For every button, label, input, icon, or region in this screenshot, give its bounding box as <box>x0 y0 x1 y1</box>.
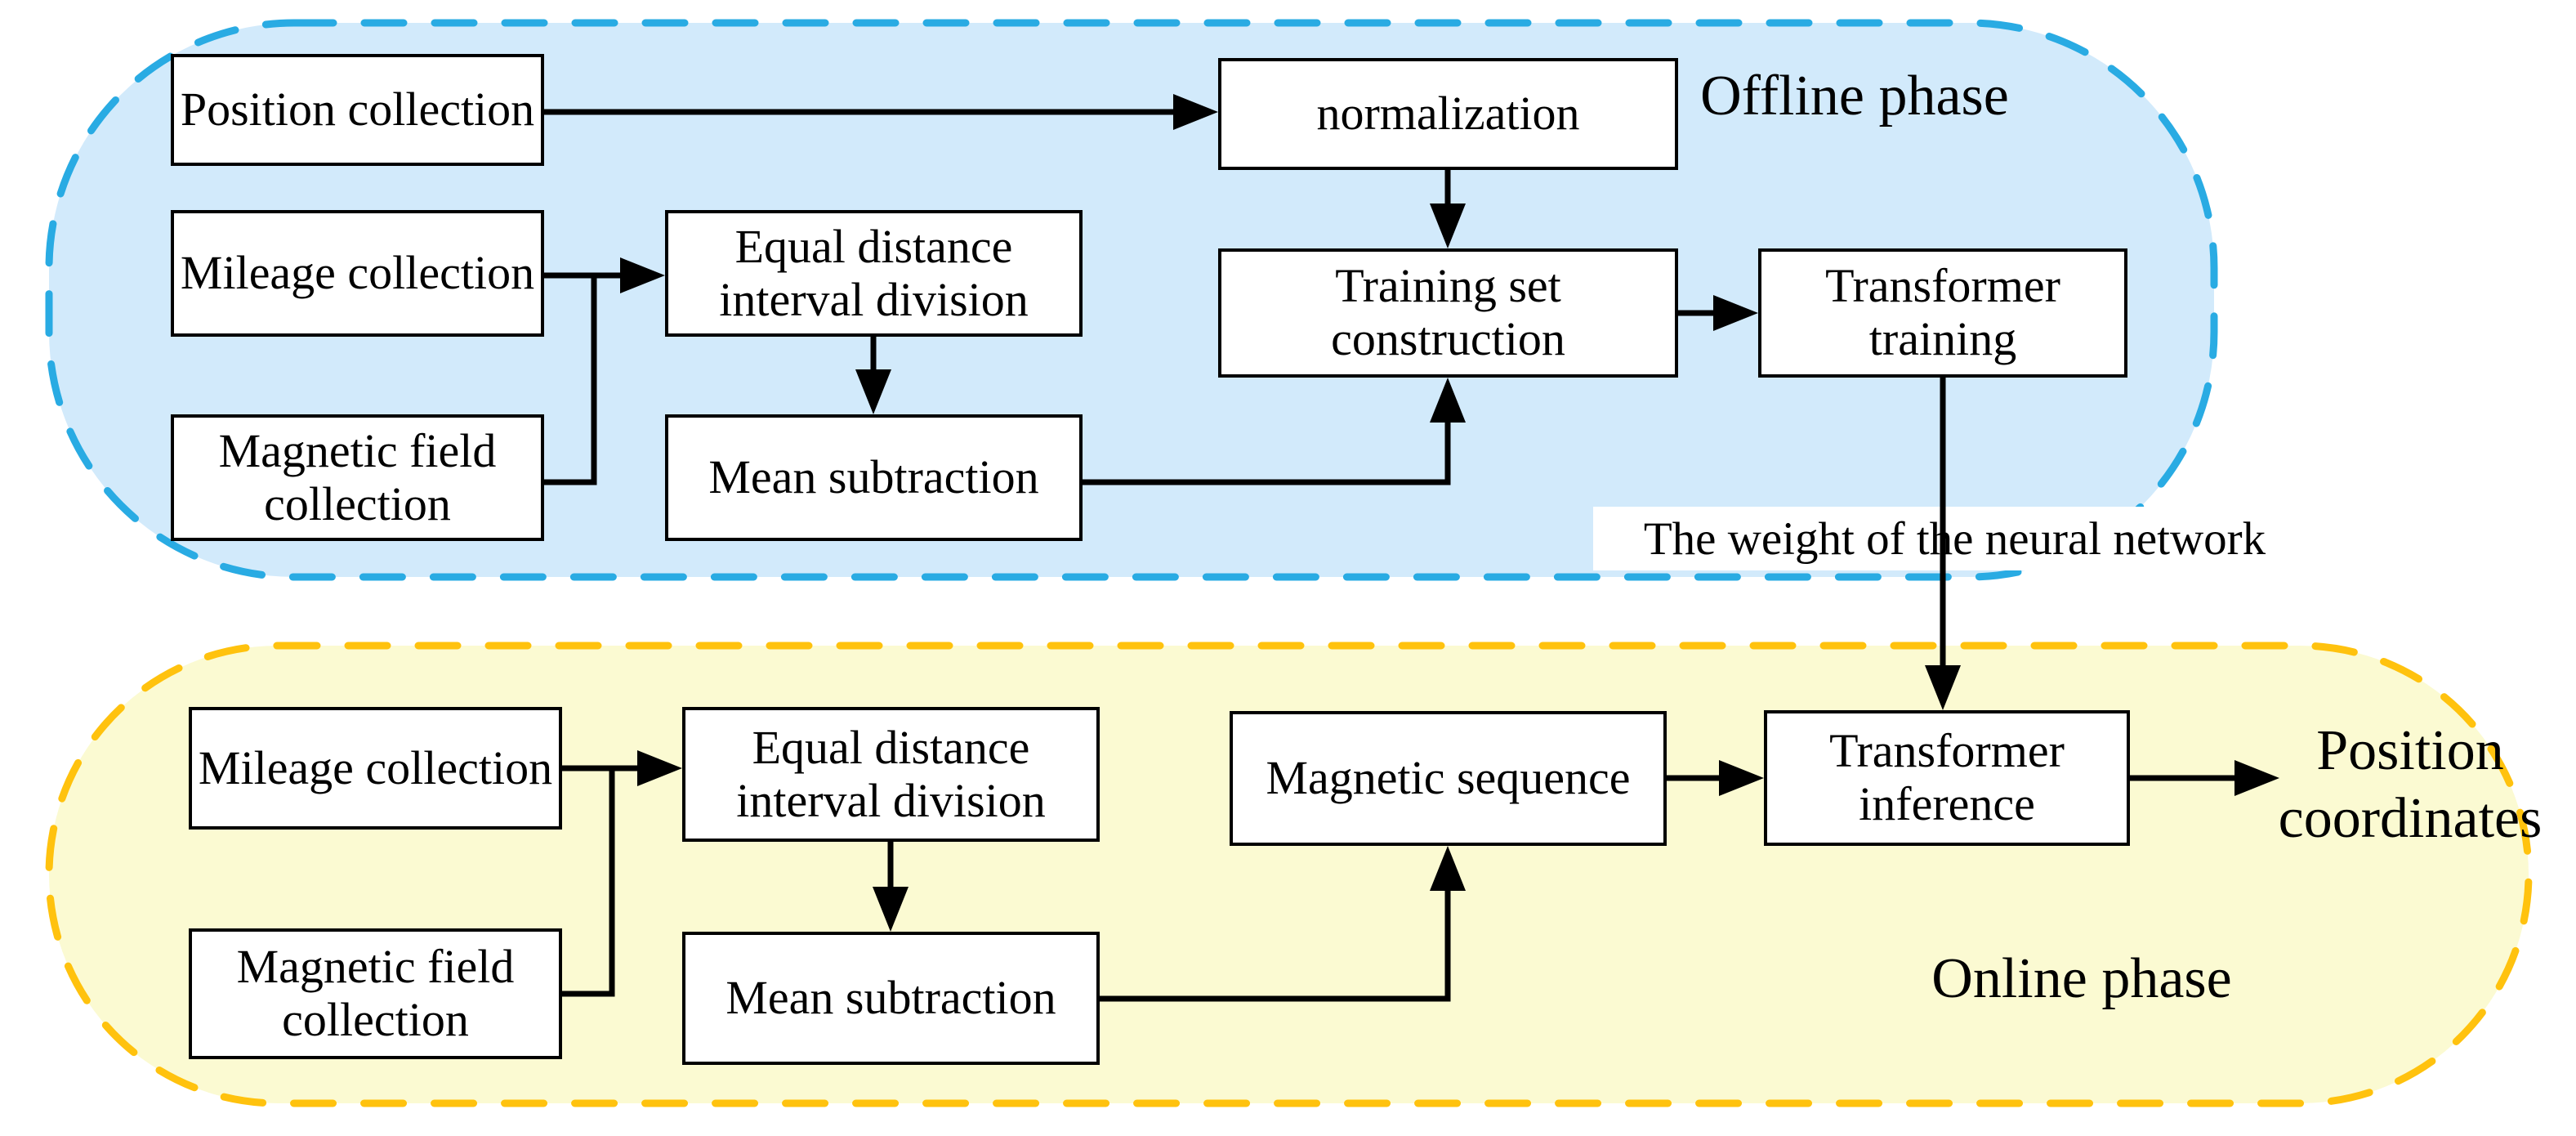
arrowhead-trainingset-bottom <box>1430 378 1466 423</box>
arrowhead-weight-down <box>1925 665 1961 710</box>
arrowhead-transformer-training <box>1713 295 1758 331</box>
weight-label: The weight of the neural network <box>1643 513 2266 565</box>
connector-mean-to-sequence <box>1100 887 1451 1002</box>
position-coordinates-label: Position coordinates <box>2278 719 2543 850</box>
arrowhead-division-online <box>637 750 682 786</box>
arrowhead-position-output <box>2234 760 2279 796</box>
arrowhead-normalization <box>1173 94 1218 130</box>
connector-magnetic-join <box>544 275 597 485</box>
arrowheads <box>620 94 2279 932</box>
box-equal-distance-division-online: Equal distance interval division <box>682 707 1100 842</box>
box-magnetic-field-collection-offline: Magnetic field collection <box>171 414 544 541</box>
box-magnetic-sequence: Magnetic sequence <box>1230 711 1667 846</box>
arrowhead-division-offline <box>620 257 665 293</box>
box-position-collection: Position collection <box>171 54 544 166</box>
box-mileage-collection-online: Mileage collection <box>189 707 562 830</box>
weight-label-backing <box>1593 507 2316 570</box>
box-mileage-collection-offline: Mileage collection <box>171 210 544 337</box>
arrowhead-mean-online <box>873 887 909 932</box>
box-mean-subtraction-offline: Mean subtraction <box>665 414 1083 541</box>
connector-online-magnetic-join <box>562 768 615 997</box>
box-transformer-training: Transformer training <box>1758 248 2127 378</box>
arrowhead-mean-offline <box>855 369 891 414</box>
box-equal-distance-division-offline: Equal distance interval division <box>665 210 1083 337</box>
connector-mean-to-trainingset <box>1083 418 1451 485</box>
arrowhead-trainingset-top <box>1430 203 1466 248</box>
box-magnetic-field-collection-online: Magnetic field collection <box>189 928 562 1059</box>
arrowhead-transformer-inference <box>1719 760 1764 796</box>
box-training-set-construction: Training set construction <box>1218 248 1678 378</box>
box-transformer-inference: Transformer inference <box>1764 710 2130 846</box>
box-normalization: normalization <box>1218 58 1678 170</box>
arrowhead-magnetic-sequence <box>1430 846 1466 891</box>
box-mean-subtraction-online: Mean subtraction <box>682 932 1100 1065</box>
connector-lines <box>544 109 2239 1002</box>
offline-phase-title: Offline phase <box>1700 65 2009 127</box>
online-phase-title: Online phase <box>1931 947 2232 1010</box>
